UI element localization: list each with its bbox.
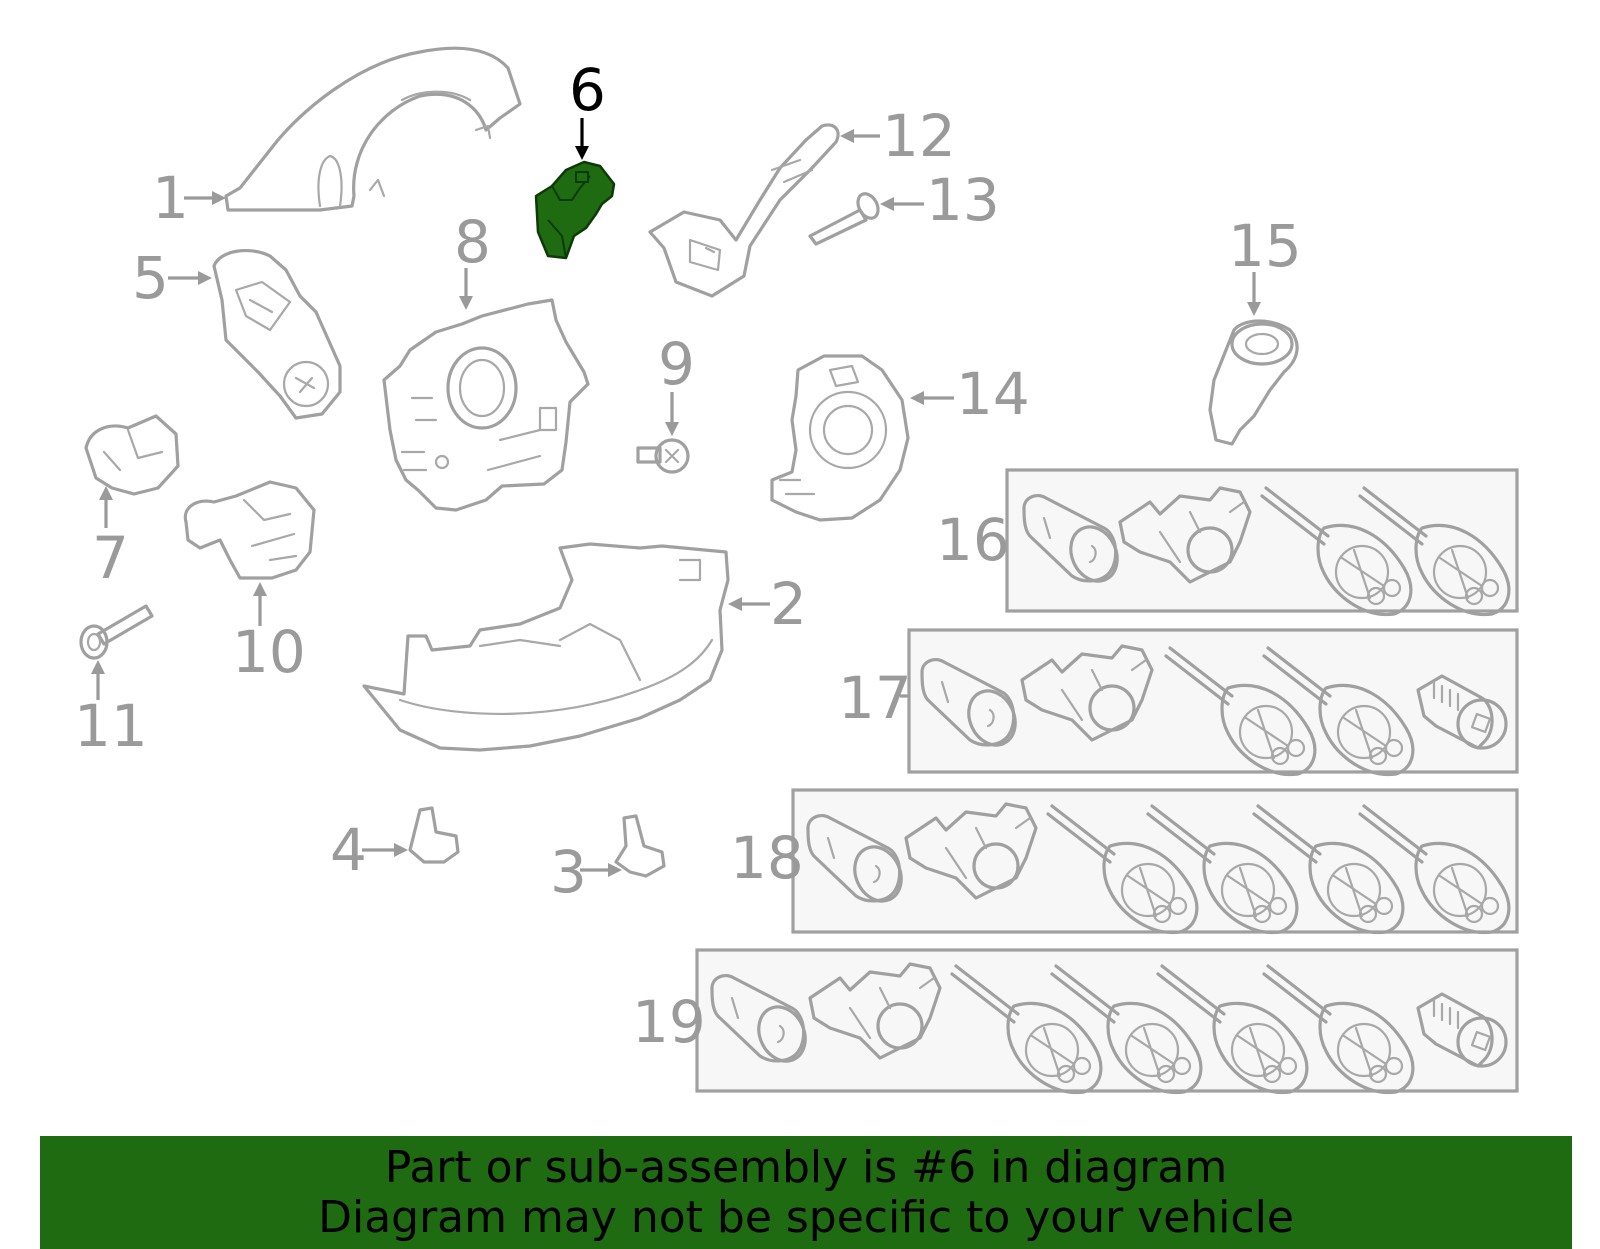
kit-17-box <box>907 628 1519 774</box>
callout-13: 13 <box>926 166 1000 234</box>
callout-17: 17 <box>838 664 912 732</box>
callout-2: 2 <box>770 570 807 638</box>
part-4-clip <box>408 806 460 864</box>
part-15-cylinder <box>1208 319 1299 446</box>
callout-16: 16 <box>936 506 1010 574</box>
part-6-highlighted <box>534 160 616 260</box>
callout-8: 8 <box>454 208 491 276</box>
part-10-lever <box>183 480 316 580</box>
callout-12: 12 <box>882 102 956 170</box>
callout-5: 5 <box>132 244 169 312</box>
part-7-switch <box>84 414 180 496</box>
part-1-upper-shroud <box>224 46 522 212</box>
callout-18: 18 <box>730 824 804 892</box>
banner-line-2: Diagram may not be specific to your vehi… <box>318 1191 1294 1243</box>
leader-arrows <box>91 118 1261 877</box>
part-9-screw <box>636 438 690 474</box>
callout-15: 15 <box>1228 212 1302 280</box>
callout-14: 14 <box>956 360 1030 428</box>
callout-9: 9 <box>658 330 695 398</box>
part-8-housing <box>382 298 590 512</box>
part-12-stalk <box>648 123 840 298</box>
part-5-switch <box>212 248 342 420</box>
part-14-clockspring <box>770 354 910 522</box>
callout-19: 19 <box>632 988 706 1056</box>
part-13-bolt <box>808 192 880 246</box>
info-banner: Part or sub-assembly is #6 in diagram Di… <box>40 1136 1572 1249</box>
banner-line-1: Part or sub-assembly is #6 in diagram <box>384 1141 1228 1193</box>
part-11-bolt <box>79 604 154 660</box>
part-2-lower-shroud <box>362 542 730 752</box>
callout-4: 4 <box>330 816 367 884</box>
callout-3: 3 <box>550 838 587 906</box>
callout-6-highlighted: 6 <box>569 56 606 124</box>
callout-1: 1 <box>152 164 189 232</box>
callout-11: 11 <box>74 692 148 760</box>
callout-7: 7 <box>92 524 129 592</box>
part-3-clip <box>614 814 666 878</box>
callout-10: 10 <box>232 618 306 686</box>
